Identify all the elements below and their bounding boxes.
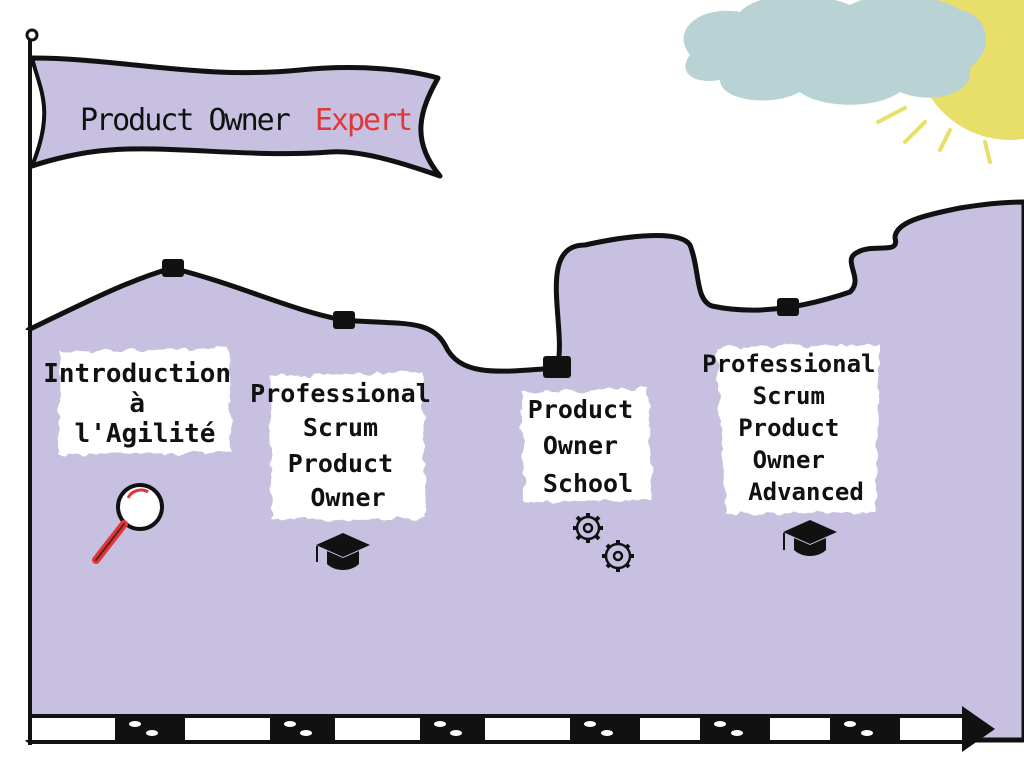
milestone-card-pspo-advanced: Professional Scrum Product Owner Advance… xyxy=(702,344,890,514)
svg-text:Professional Scrum: Professional Scrum Product Owner xyxy=(250,379,446,512)
milestone-label-line: Product xyxy=(288,449,393,478)
timeline-road xyxy=(32,706,995,752)
milestone-label-line: School xyxy=(543,469,633,498)
milestone-card-pspo: Professional Scrum Product Owner xyxy=(250,372,446,520)
milestone-markers xyxy=(162,259,799,378)
milestone-label-line: Professional xyxy=(702,350,875,378)
milestone-label-line: Scrum xyxy=(303,413,378,442)
milestone-label-line: Product xyxy=(528,395,633,424)
banner-title-expert: Expert xyxy=(315,103,411,138)
milestone-marker-4 xyxy=(777,298,799,316)
milestone-label-line: Owner xyxy=(753,446,825,474)
milestone-marker-3 xyxy=(543,356,571,378)
milestone-card-introduction: Introduction à l'Agilité xyxy=(43,348,247,455)
hill-left-cover xyxy=(0,330,30,740)
milestone-marker-2 xyxy=(333,311,355,329)
milestone-label-line: à xyxy=(129,389,145,419)
milestone-label-line: Professional xyxy=(250,379,431,408)
milestone-label-line: Advanced xyxy=(748,478,864,506)
svg-text:Product Owner Scho: Product Owner School xyxy=(528,395,648,498)
milestone-label-line: Product xyxy=(738,414,839,442)
milestone-label-line: Introduction xyxy=(43,359,231,389)
milestone-label-line: Scrum xyxy=(753,382,825,410)
milestone-label-line: Owner xyxy=(310,483,385,512)
svg-text:Introduction à l'A: Introduction à l'Agilité xyxy=(43,359,247,449)
milestone-card-po-school: Product Owner School xyxy=(522,388,652,502)
svg-text:Product Owner Expert: Product Owner Expert xyxy=(80,103,411,138)
magnifier-icon xyxy=(92,483,164,564)
footprints xyxy=(129,721,873,736)
gears-icon xyxy=(573,513,634,572)
flag: Product Owner Expert xyxy=(25,28,443,745)
milestone-label-line: Owner xyxy=(543,431,618,460)
milestone-marker-1 xyxy=(162,259,184,277)
cloud xyxy=(683,0,986,105)
graduation-cap-icon xyxy=(316,533,370,570)
road-arrow-head xyxy=(962,706,995,752)
banner-title-product-owner: Product Owner xyxy=(80,103,290,138)
graduation-cap-icon xyxy=(783,520,837,556)
milestone-label-line: l'Agilité xyxy=(75,419,216,449)
svg-text:Professional Scrum: Professional Scrum Product Owner Advance… xyxy=(702,350,890,506)
